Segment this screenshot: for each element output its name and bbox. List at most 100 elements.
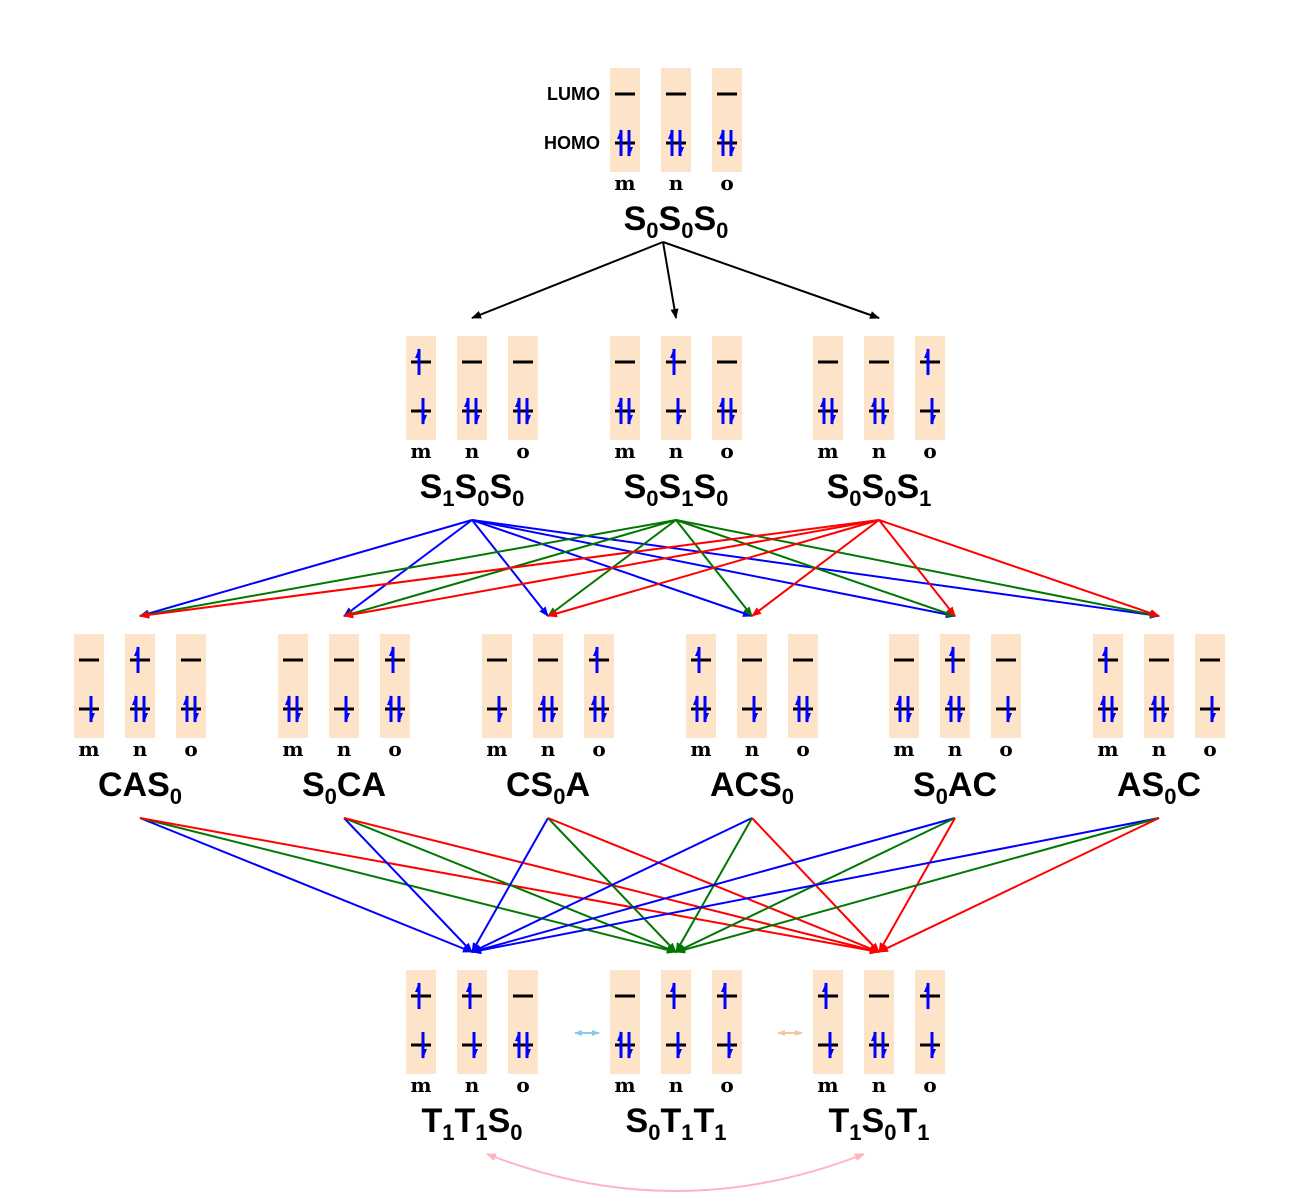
molecule-label: n — [1152, 737, 1167, 761]
electron-down-icon — [472, 1032, 478, 1059]
electron-up-icon — [387, 695, 393, 722]
molecule-box — [686, 634, 716, 738]
arrow-S0S0S1-to-ACS0 — [751, 519, 880, 617]
electron-up-icon — [540, 695, 546, 722]
state-label: S0​S1​S0​ — [624, 468, 729, 511]
molecule-box — [813, 970, 843, 1074]
molecule-label: o — [516, 439, 529, 463]
molecule-label: o — [720, 1073, 733, 1097]
molecule-box — [584, 634, 614, 738]
arrow-AS0C-to-T1T1S0 — [471, 817, 1160, 955]
arrow-S0S0S0-to-S1S0S0 — [471, 241, 664, 319]
molecule-box — [380, 634, 410, 738]
electron-down-icon — [805, 696, 811, 723]
state-label: T1​T1​S0​ — [422, 1102, 523, 1145]
arrow-S0S1S0-to-CAS0 — [139, 519, 677, 619]
molecule-box — [533, 634, 563, 738]
electron-down-icon — [676, 1032, 682, 1059]
molecule-box — [813, 336, 843, 440]
arrow-AS0C-to-T1S0T1 — [878, 817, 1160, 953]
molecule-box — [940, 634, 970, 738]
state-label: AS0​C — [1117, 766, 1201, 809]
electron-up-icon — [896, 695, 902, 722]
molecule-box — [712, 336, 742, 440]
electron-up-icon — [617, 129, 623, 156]
molecule-label: n — [337, 737, 352, 761]
molecule-label: m — [817, 439, 838, 463]
electron-down-icon — [906, 696, 912, 723]
molecule-box — [864, 336, 894, 440]
electron-down-icon — [627, 398, 633, 425]
electron-up-icon — [693, 695, 699, 722]
molecule-label: o — [923, 439, 936, 463]
electron-down-icon — [627, 1032, 633, 1059]
electron-up-icon — [1100, 695, 1106, 722]
electron-down-icon — [752, 696, 758, 723]
electron-down-icon — [627, 130, 633, 157]
molecule-box — [74, 634, 104, 738]
electron-up-icon — [719, 397, 725, 424]
electron-up-icon — [515, 1031, 521, 1058]
electron-down-icon — [525, 1032, 531, 1059]
molecule-box — [457, 970, 487, 1074]
state-S0S0S1: m n oS0​S0​S1​ — [813, 336, 945, 511]
molecule-box — [661, 68, 691, 172]
molecule-label: m — [410, 439, 431, 463]
arrow-S0AC-to-T1T1S0 — [471, 817, 956, 954]
molecule-label: o — [720, 439, 733, 463]
molecule-label: m — [486, 737, 507, 761]
state-label: CAS0​ — [98, 766, 182, 809]
molecule-box — [915, 970, 945, 1074]
electron-up-icon — [924, 982, 930, 1009]
molecule-label: o — [923, 1073, 936, 1097]
electron-down-icon — [193, 696, 199, 723]
molecule-box — [712, 68, 742, 172]
molecule-label: n — [872, 439, 887, 463]
molecule-label: n — [669, 171, 684, 195]
electron-down-icon — [1110, 696, 1116, 723]
electron-up-icon — [924, 348, 930, 375]
molecule-label: o — [1203, 737, 1216, 761]
electron-down-icon — [421, 1032, 427, 1059]
molecule-box — [406, 336, 436, 440]
electron-up-icon — [591, 695, 597, 722]
electron-down-icon — [1006, 696, 1012, 723]
electron-down-icon — [881, 398, 887, 425]
electron-up-icon — [285, 695, 291, 722]
molecule-label: m — [1097, 737, 1118, 761]
molecule-box — [1195, 634, 1225, 738]
electron-up-icon — [1151, 695, 1157, 722]
state-label: S0​S0​S1​ — [827, 468, 932, 511]
electron-up-icon — [719, 129, 725, 156]
molecule-box — [610, 970, 640, 1074]
orbital-labels: LUMO HOMO — [544, 84, 600, 153]
electron-up-icon — [721, 982, 727, 1009]
electron-down-icon — [397, 696, 403, 723]
electron-up-icon — [871, 1031, 877, 1058]
electron-down-icon — [550, 696, 556, 723]
molecule-label: o — [516, 1073, 529, 1097]
molecule-label: m — [614, 439, 635, 463]
state-label: T1​S0​T1​ — [829, 1102, 930, 1145]
molecule-box — [1144, 634, 1174, 738]
molecule-label: m — [282, 737, 303, 761]
coupling-T1T1S0-T1S0T1 — [486, 1153, 865, 1192]
electron-down-icon — [881, 1032, 887, 1059]
molecule-box — [889, 634, 919, 738]
electron-down-icon — [729, 398, 735, 425]
electron-up-icon — [464, 397, 470, 424]
electron-up-icon — [132, 695, 138, 722]
arrow-AS0C-to-S0T1T1 — [675, 817, 1160, 954]
state-label: S0​CA — [302, 766, 386, 809]
molecule-label: o — [592, 737, 605, 761]
molecule-box — [991, 634, 1021, 738]
molecule-box — [915, 336, 945, 440]
electron-up-icon — [617, 397, 623, 424]
state-label: ACS0​ — [710, 766, 794, 809]
